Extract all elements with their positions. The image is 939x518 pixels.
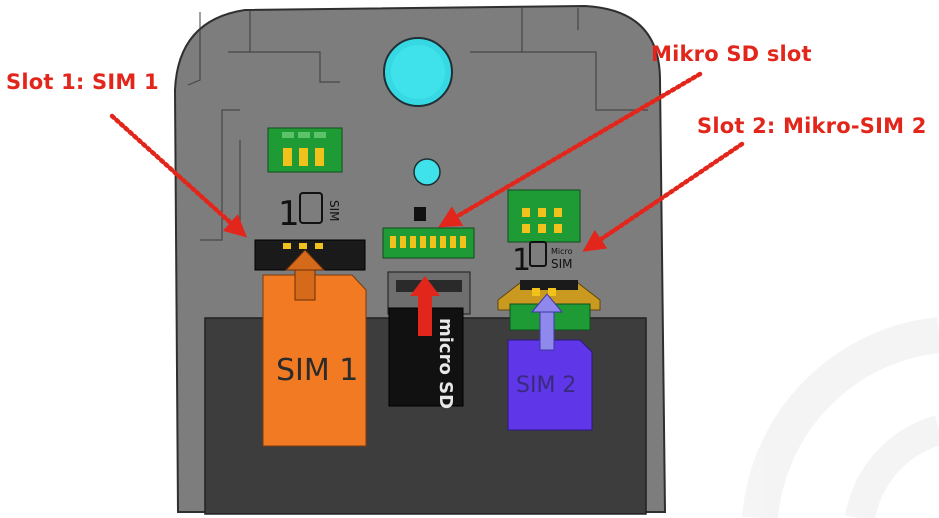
callout-microsd-label: Mikro SD slot — [651, 42, 812, 66]
sim1-contact-block — [267, 127, 343, 173]
callout-arrows — [109, 71, 745, 252]
camera-lens — [383, 37, 453, 107]
microsd-insert-arrow-icon — [410, 276, 440, 336]
slot2-logo-mark: 1 — [512, 243, 531, 278]
sim1-card: SIM 1 — [262, 274, 367, 447]
slot1-sim-text: SIM — [327, 200, 341, 222]
sim2-card-label: SIM 2 — [516, 373, 576, 398]
microsd-logo-text: micro SD — [435, 318, 456, 409]
slot2-sim-text: SIM — [551, 257, 573, 271]
sim1-insert-arrow-icon — [284, 249, 326, 301]
slot2-micro-text: Micro — [551, 247, 573, 256]
slot1-logo-mark: 1 — [278, 194, 300, 234]
sd-arrow — [438, 71, 703, 228]
slot2-arrow — [582, 141, 745, 252]
sim2-contact-block — [507, 189, 581, 243]
sim1-slot-marking: 1 SIM — [278, 192, 341, 234]
slot1-arrow — [109, 113, 248, 238]
watermark-graphic — [742, 317, 939, 518]
sim2-slot-marking: 1 Micro SIM — [512, 241, 573, 278]
sim1-card-label: SIM 1 — [276, 353, 358, 388]
sim2-insert-arrow-icon — [530, 293, 564, 351]
callout-slot2-label: Slot 2: Mikro-SIM 2 — [697, 114, 927, 138]
body-outline-details — [187, 8, 648, 241]
sim2-card: SIM 2 — [507, 339, 593, 431]
callout-slot1-label: Slot 1: SIM 1 — [6, 70, 159, 94]
flash-led — [413, 158, 441, 186]
